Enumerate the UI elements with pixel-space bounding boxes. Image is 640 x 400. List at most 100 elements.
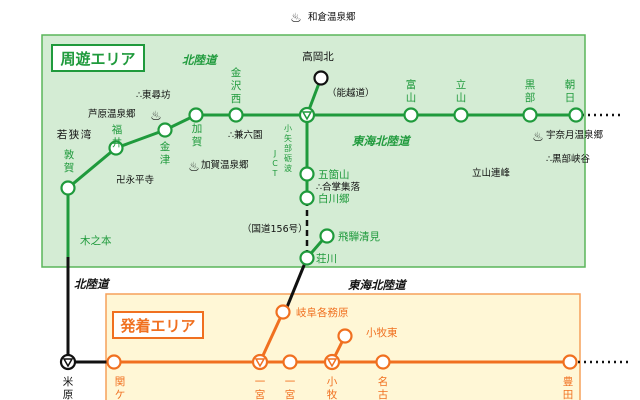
station-node-tateyama[interactable] bbox=[453, 107, 469, 123]
tokai-black-line bbox=[283, 257, 309, 313]
onsen-icon-wakura: ♨ bbox=[290, 11, 302, 26]
station-label-kaga-2: 賀 bbox=[192, 136, 203, 148]
station-node-kanazawanishi[interactable] bbox=[228, 107, 244, 123]
station-node-shirakawago[interactable] bbox=[299, 190, 315, 206]
station-label-toyota-2: 田 bbox=[563, 389, 574, 400]
place-label-gassho: ∴合掌集落 bbox=[316, 181, 361, 193]
station-node-asahi[interactable] bbox=[568, 107, 584, 123]
station-label-toyama-2: 山 bbox=[406, 92, 417, 104]
station-label-wakasawan-2: 狭 bbox=[69, 128, 80, 141]
station-label-koyabe-2: 矢 bbox=[284, 133, 292, 143]
station-node-toyota[interactable] bbox=[562, 354, 578, 370]
place-label-tateyamarenpo: 立山連峰 bbox=[472, 167, 511, 179]
station-node-fukui[interactable] bbox=[108, 140, 124, 156]
station-node-komakihigashi[interactable] bbox=[337, 328, 353, 344]
hatchaku-label: 発着エリア bbox=[119, 317, 195, 335]
station-label-tateyama-1: 立 bbox=[456, 78, 467, 91]
station-label-kurobe-2: 部 bbox=[525, 91, 536, 104]
station-label-koyabe-3: 部 bbox=[284, 143, 292, 153]
station-label-nagoya-1: 名 bbox=[378, 375, 389, 388]
station-label-komaki-1: 小 bbox=[327, 376, 338, 388]
place-label-tojinbo: ∴東尋坊 bbox=[136, 89, 171, 101]
station-node-takaokakita[interactable] bbox=[313, 70, 329, 86]
station-node-shokawa[interactable] bbox=[299, 250, 315, 266]
orange-gifu-line bbox=[258, 311, 285, 363]
station-label-kanazawanishi-1: 金 bbox=[231, 66, 242, 79]
station-label-maibara-1: 米 bbox=[63, 375, 74, 388]
station-label-hidakiyomi: 飛騨清見 bbox=[338, 230, 380, 243]
station-label-komaki-2: 牧 bbox=[327, 388, 338, 400]
highway-label-noetsu: （能越道） bbox=[327, 87, 375, 99]
station-label-kanazu-2: 津 bbox=[160, 154, 171, 166]
shuyu-label-box bbox=[51, 44, 145, 72]
station-label-koyabe-4: 砺 bbox=[284, 154, 292, 163]
station-label-fukui-2: 井 bbox=[112, 136, 123, 149]
station-label-tateyama-2: 山 bbox=[456, 92, 467, 104]
station-label-kaga-1: 加 bbox=[192, 123, 203, 135]
onsen-icon-awara: ♨ bbox=[150, 109, 162, 124]
station-node-ichinomiya2[interactable] bbox=[282, 354, 298, 370]
station-label-wakasawan-1: 若 bbox=[57, 128, 68, 141]
station-label-sekigahara-1: 関 bbox=[115, 376, 126, 388]
jct-triangle-komaki bbox=[326, 358, 338, 368]
station-label-fukui-1: 福 bbox=[112, 123, 123, 136]
highway-label-tokai-top: 東海北陸道 bbox=[352, 134, 412, 148]
onsen-icon-unazuki: ♨ bbox=[532, 130, 544, 145]
place-label-kurobekyokoku: ∴黒部峡谷 bbox=[546, 153, 591, 165]
station-node-kaga[interactable] bbox=[188, 107, 204, 123]
jct-triangle-koyabe bbox=[301, 111, 313, 121]
place-label-wakura: 和倉温泉郷 bbox=[308, 11, 356, 23]
station-node-gokayama[interactable] bbox=[299, 166, 315, 182]
station-node-kanazu[interactable] bbox=[157, 122, 173, 138]
station-label-gifukakamigahara: 岐阜各務原 bbox=[296, 306, 349, 319]
station-label-wakasawan-3: 湾 bbox=[81, 128, 92, 141]
station-node-nagoya[interactable] bbox=[375, 354, 391, 370]
station-label-takaokakita: 高岡北 bbox=[302, 50, 334, 63]
station-label-toyama-1: 富 bbox=[406, 78, 417, 91]
hokuriku-green-line bbox=[66, 113, 576, 257]
station-node-wakasawan[interactable] bbox=[60, 180, 76, 196]
station-label-kurobe-1: 黒 bbox=[525, 79, 536, 91]
hatchaku-label-box bbox=[112, 311, 204, 339]
station-label-ichinomiya1-1: 一 bbox=[255, 376, 266, 388]
station-label-kinomoto: 木之本 bbox=[80, 234, 112, 247]
station-label-jct-1: J bbox=[273, 149, 276, 158]
station-label-ichinomiya2-1: 一 bbox=[285, 376, 296, 388]
place-label-kagaonsen: 加賀温泉郷 bbox=[201, 159, 249, 171]
station-node-sekigahara[interactable] bbox=[106, 354, 122, 370]
station-label-tsuruga-1: 敦 bbox=[64, 148, 75, 161]
highway-label-hokuriku-top: 北陸道 bbox=[182, 53, 219, 67]
place-label-kenrokuen: ∴兼六園 bbox=[228, 129, 263, 141]
place-label-eiheiji: 卍永平寺 bbox=[116, 174, 155, 186]
station-label-sekigahara-2: ケ bbox=[115, 389, 126, 400]
station-label-gokayama: 五箇山 bbox=[318, 168, 350, 181]
highway-label-route156: （国道156号） bbox=[242, 223, 308, 235]
station-label-kanazawanishi-2: 沢 bbox=[231, 79, 242, 92]
station-node-gifukakamigahara[interactable] bbox=[275, 304, 291, 320]
station-label-ichinomiya1-2: 宮 bbox=[255, 388, 266, 400]
place-label-unazuki: 宇奈月温泉郷 bbox=[546, 129, 604, 141]
jct-triangle-ichinomiya1 bbox=[254, 358, 266, 368]
station-label-maibara-2: 原 bbox=[63, 389, 74, 400]
station-node-hidakiyomi[interactable] bbox=[319, 228, 335, 244]
station-label-asahi-2: 日 bbox=[565, 92, 576, 104]
jct-triangle-maibara bbox=[62, 358, 74, 368]
highway-label-hokuriku-left: 北陸道 bbox=[74, 277, 111, 291]
station-label-shirakawago: 白川郷 bbox=[318, 192, 350, 205]
shuyu-label: 周遊エリア bbox=[60, 50, 135, 68]
station-label-asahi-1: 朝 bbox=[565, 79, 576, 91]
station-label-ichinomiya2-2: 宮 bbox=[285, 388, 296, 400]
station-label-tsuruga-2: 賀 bbox=[64, 162, 75, 174]
shuyu-area bbox=[41, 34, 586, 268]
station-label-nagoya-2: 古 bbox=[378, 388, 389, 400]
station-node-kurobe[interactable] bbox=[522, 107, 538, 123]
station-label-kanazawanishi-3: 西 bbox=[231, 93, 242, 105]
highway-label-tokai-mid: 東海北陸道 bbox=[348, 278, 408, 292]
station-node-toyama[interactable] bbox=[403, 107, 419, 123]
place-label-awara: 芦原温泉郷 bbox=[88, 108, 136, 120]
station-label-koyabe-5: 波 bbox=[284, 163, 292, 173]
station-label-komakihigashi: 小牧東 bbox=[366, 326, 398, 339]
station-label-jct-2: C bbox=[272, 159, 278, 168]
station-label-kanazu-1: 金 bbox=[160, 140, 171, 153]
